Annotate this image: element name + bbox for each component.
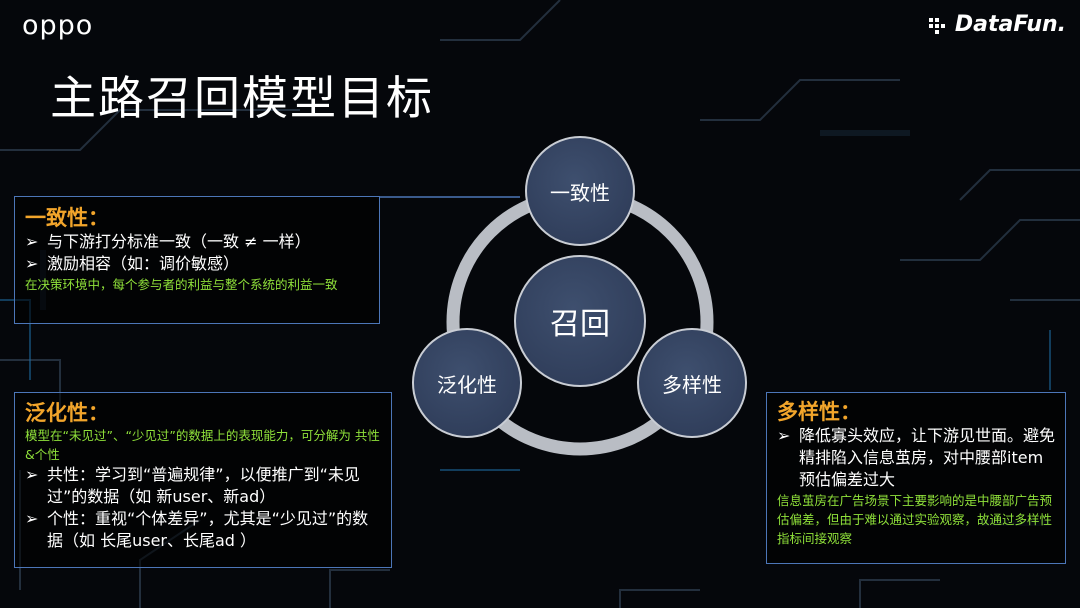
datafun-mark-icon xyxy=(928,16,951,34)
bullet-text: 降低寡头效应，让下游见世面。避免精排陷入信息茧房，对中腰部item预估偏差过大 xyxy=(799,426,1056,489)
node-center: 召回 xyxy=(514,255,646,387)
bullet-arrow-icon: ➢ xyxy=(25,232,39,251)
bullet-arrow-icon: ➢ xyxy=(777,426,791,445)
diversity-heading: 多样性： xyxy=(777,400,861,424)
node-diversity: 多样性 xyxy=(637,328,747,438)
bullet-text: 与下游打分标准一致（一致 ≠ 一样） xyxy=(47,232,311,251)
bullet-text: 激励相容（如：调价敏感） xyxy=(47,254,240,273)
generalization-bullet: ➢ 共性：学习到“普遍规律”，以便推广到“未见过”的数据（如 新user、新ad） xyxy=(25,464,381,508)
consistency-box: 一致性： ➢ 与下游打分标准一致（一致 ≠ 一样） ➢ 激励相容（如：调价敏感） 在… xyxy=(14,196,380,324)
node-consistency: 一致性 xyxy=(525,136,635,246)
node-diversity-label: 多样性 xyxy=(662,372,722,397)
datafun-logo: DataFun. xyxy=(928,12,1066,37)
datafun-logo-text: DataFun. xyxy=(954,12,1066,37)
diversity-note: 信息茧房在广告场景下主要影响的是中腰部广告预估偏差，但由于难以通过实验观察，故通… xyxy=(777,493,1053,546)
diversity-bullet: ➢ 降低寡头效应，让下游见世面。避免精排陷入信息茧房，对中腰部item预估偏差过大 xyxy=(777,425,1055,491)
bullet-arrow-icon: ➢ xyxy=(25,465,39,484)
bullet-arrow-icon: ➢ xyxy=(25,254,39,273)
bullet-text: 共性：学习到“普遍规律”，以便推广到“未见过”的数据（如 新user、新ad） xyxy=(47,465,360,506)
oppo-logo: oppo xyxy=(22,10,94,41)
page-title: 主路召回模型目标 xyxy=(50,71,434,125)
generalization-box: 泛化性： 模型在“未见过”、“少见过”的数据上的表现能力，可分解为 共性&个性 … xyxy=(14,392,392,568)
consistency-bullet: ➢ 激励相容（如：调价敏感） xyxy=(25,253,369,275)
generalization-heading: 泛化性： xyxy=(25,401,109,425)
consistency-bullet: ➢ 与下游打分标准一致（一致 ≠ 一样） xyxy=(25,231,369,253)
diversity-box: 多样性： ➢ 降低寡头效应，让下游见世面。避免精排陷入信息茧房，对中腰部item预… xyxy=(766,392,1066,564)
node-center-label: 召回 xyxy=(550,307,610,342)
node-generalization-label: 泛化性 xyxy=(437,372,497,397)
consistency-heading: 一致性： xyxy=(25,206,109,230)
bullet-text: 个性：重视“个体差异”，尤其是“少见过”的数据（如 长尾user、长尾ad ） xyxy=(47,509,369,550)
node-generalization: 泛化性 xyxy=(412,328,522,438)
bullet-arrow-icon: ➢ xyxy=(25,509,39,528)
generalization-bullet: ➢ 个性：重视“个体差异”，尤其是“少见过”的数据（如 长尾user、长尾ad ） xyxy=(25,508,381,552)
consistency-note: 在决策环境中，每个参与者的利益与整个系统的利益一致 xyxy=(25,277,338,292)
generalization-note: 模型在“未见过”、“少见过”的数据上的表现能力，可分解为 共性&个性 xyxy=(25,428,380,462)
node-consistency-label: 一致性 xyxy=(550,180,610,205)
